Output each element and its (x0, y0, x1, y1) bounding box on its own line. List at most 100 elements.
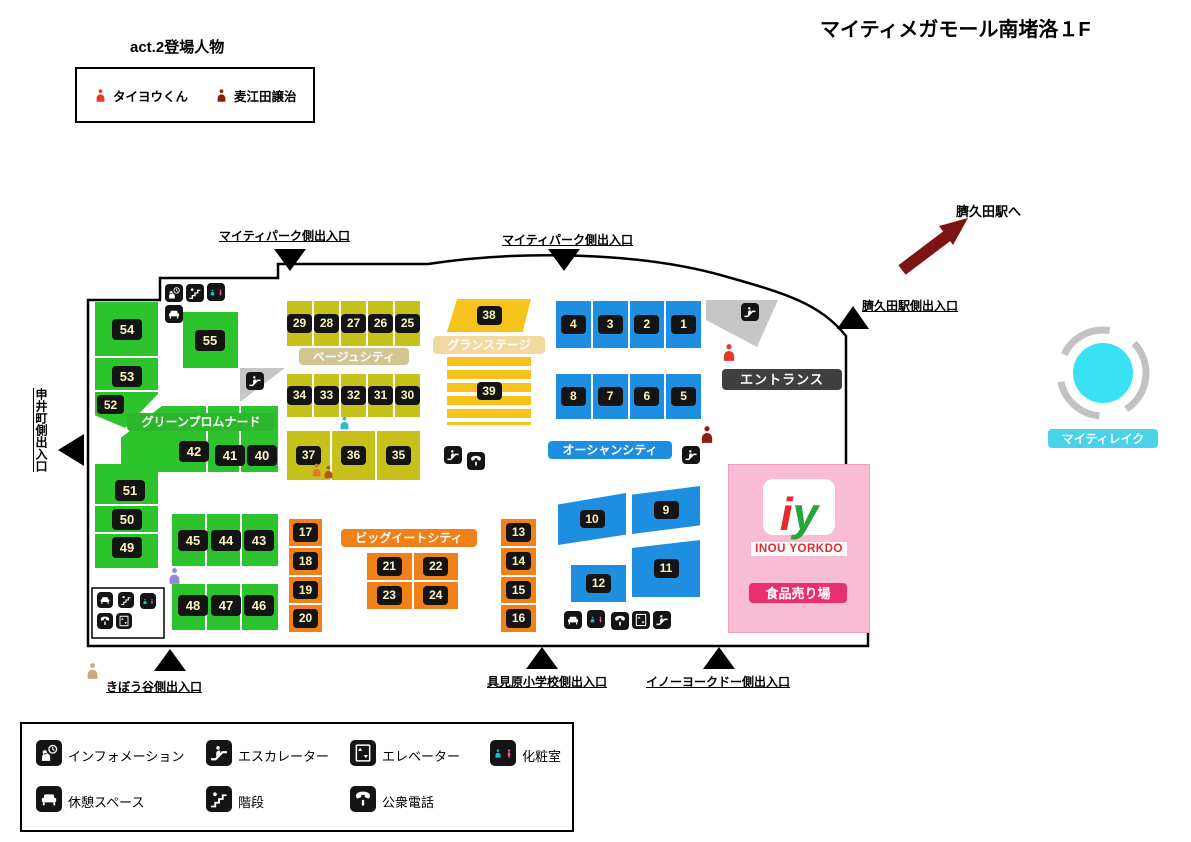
unit-14[interactable]: 14 (506, 551, 531, 571)
exit-triangle-park1 (274, 249, 306, 271)
rest-space-icon (36, 786, 62, 812)
phone-icon (611, 612, 629, 630)
unit-19[interactable]: 19 (293, 580, 318, 600)
character-taiyou-kun (719, 341, 739, 364)
inou-yorkdo-name-text: INOU YORKDO (751, 542, 847, 556)
unit-27[interactable]: 27 (341, 314, 366, 333)
unit-cell: 8 (556, 374, 591, 419)
unit-55[interactable]: 55 (195, 330, 225, 351)
unit-42[interactable]: 42 (179, 441, 209, 462)
unit-cell: 31 (368, 374, 393, 417)
unit-28[interactable]: 28 (314, 314, 339, 333)
unit-7[interactable]: 7 (597, 387, 623, 406)
unit-39[interactable]: 39 (476, 381, 502, 401)
cast-member-name: 麦江田譲治 (234, 89, 297, 104)
unit-26[interactable]: 26 (368, 314, 393, 333)
exit-label-sarui: 申井町側出入口 (34, 388, 48, 472)
unit-cell: 20 (289, 605, 322, 632)
unit-51[interactable]: 51 (115, 480, 145, 501)
unit-13[interactable]: 13 (506, 523, 531, 542)
unit-24[interactable]: 24 (423, 586, 449, 605)
unit-cell: 34 (287, 374, 312, 417)
unit-37[interactable]: 37 (296, 446, 321, 465)
unit-31[interactable]: 31 (368, 386, 393, 405)
zone-label-lake: マイティレイク (1048, 429, 1158, 448)
beige-city-row1: 29 28 27 26 25 (287, 301, 420, 346)
unit-30[interactable]: 30 (395, 386, 420, 405)
unit-6[interactable]: 6 (634, 387, 660, 406)
unit-45[interactable]: 45 (178, 530, 208, 551)
unit-21[interactable]: 21 (376, 557, 402, 576)
ocean-block-9: 9 (632, 486, 700, 534)
unit-23[interactable]: 23 (376, 586, 402, 605)
unit-29[interactable]: 29 (287, 314, 312, 333)
unit-1[interactable]: 1 (671, 315, 697, 334)
unit-25[interactable]: 25 (395, 314, 420, 333)
ocean-block-12: 12 (571, 565, 626, 602)
unit-46[interactable]: 46 (244, 595, 274, 616)
unit-2[interactable]: 2 (634, 315, 660, 334)
unit-16[interactable]: 16 (506, 609, 531, 628)
unit-12[interactable]: 12 (586, 574, 611, 593)
unit-17[interactable]: 17 (293, 523, 318, 542)
unit-5[interactable]: 5 (671, 387, 697, 406)
inou-yorkdo-name: INOU YORKDO (729, 542, 869, 556)
unit-cell: 2 (629, 301, 665, 348)
unit-15[interactable]: 15 (506, 580, 531, 600)
unit-cell: 26 (368, 301, 393, 346)
unit-53[interactable]: 53 (112, 366, 142, 387)
cast-title: act.2登場人物 (130, 39, 225, 56)
unit-50[interactable]: 50 (112, 509, 142, 530)
unit-32[interactable]: 32 (341, 386, 366, 405)
unit-cell: 3 (592, 301, 628, 348)
mighty-lake (1056, 326, 1150, 420)
unit-20[interactable]: 20 (293, 609, 318, 628)
character-icon (214, 87, 229, 104)
unit-41[interactable]: 41 (215, 445, 245, 466)
food-floor-label: 食品売り場 (749, 583, 847, 603)
beige-city-row3: 37 36 35 (287, 431, 420, 480)
unit-43[interactable]: 43 (244, 530, 274, 551)
unit-36[interactable]: 36 (341, 446, 366, 465)
rest-space-icon (97, 592, 113, 608)
unit-49[interactable]: 49 (112, 537, 142, 558)
visitor-figure (321, 463, 336, 481)
exit-triangle-inou (703, 647, 735, 669)
unit-38[interactable]: 38 (476, 306, 502, 325)
unit-54[interactable]: 54 (112, 319, 142, 340)
unit-35[interactable]: 35 (386, 446, 411, 465)
unit-40[interactable]: 40 (247, 445, 277, 466)
unit-52[interactable]: 52 (97, 395, 124, 414)
unit-22[interactable]: 22 (423, 557, 449, 576)
unit-3[interactable]: 3 (597, 315, 623, 334)
logo-letter-i: i (779, 487, 793, 540)
unit-33[interactable]: 33 (314, 386, 339, 405)
unit-cell: 5 (666, 374, 701, 419)
unit-cell: 16 (501, 605, 536, 632)
legend-box: インフォメーション エスカレーター エレベーター 化粧室 休憩スペース 階段 公… (20, 722, 574, 832)
character-mugieda-joji (697, 423, 717, 446)
zone-label-big-eat-city: ビッグイートシティ (341, 529, 477, 547)
ocean-city-row1: 4 3 2 1 (556, 301, 701, 348)
lake-water (1073, 343, 1133, 403)
unit-cell: 36 (332, 431, 375, 480)
legend-label: エレベーター (382, 749, 461, 764)
unit-44[interactable]: 44 (211, 530, 241, 551)
rest-space-icon (564, 611, 582, 629)
unit-cell: 18 (289, 547, 322, 575)
unit-cell: 23 (367, 582, 412, 609)
unit-cell: 1 (666, 301, 701, 348)
unit-10[interactable]: 10 (579, 509, 605, 529)
unit-11[interactable]: 11 (653, 559, 679, 578)
character-icon (93, 87, 108, 104)
cast-member-name: タイヨウくん (113, 89, 189, 104)
unit-4[interactable]: 4 (560, 315, 586, 334)
unit-34[interactable]: 34 (287, 386, 312, 405)
escalator-icon (206, 740, 232, 766)
unit-48[interactable]: 48 (178, 595, 208, 616)
unit-8[interactable]: 8 (560, 387, 586, 406)
legend-label: 公衆電話 (382, 795, 435, 810)
unit-9[interactable]: 9 (653, 500, 679, 520)
unit-18[interactable]: 18 (293, 551, 318, 571)
unit-47[interactable]: 47 (211, 595, 241, 616)
